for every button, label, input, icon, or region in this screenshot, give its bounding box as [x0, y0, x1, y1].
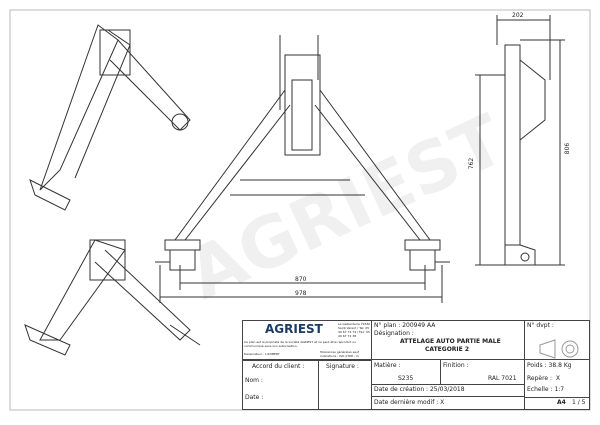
- copyright-notice: Ce plan est la propriété de la société A…: [244, 340, 356, 348]
- material-label: Matière :: [374, 362, 401, 369]
- dim-870: 870: [295, 276, 307, 283]
- signature-label: Signature :: [326, 363, 359, 370]
- weight-label: Poids :: [527, 362, 547, 369]
- plan-label: N° plan :: [374, 322, 401, 329]
- designation-label: Désignation :: [374, 330, 414, 337]
- mark-label: Repère :: [527, 375, 553, 382]
- designer: Dessinateur : L.ROBERT: [244, 352, 280, 356]
- company-address: La Gaillarderie 79330 Saint Varent / Tel…: [338, 322, 371, 338]
- client-approval-label: Accord du client :: [252, 363, 305, 370]
- name-label: Nom :: [245, 377, 263, 384]
- finish-value: RAL 7021: [488, 375, 517, 382]
- weight-unit: Kg: [563, 362, 572, 369]
- iso-view-top: [29, 24, 191, 211]
- mark-value: X: [555, 375, 560, 382]
- weight-value: 38.8: [548, 362, 562, 369]
- sheet-frame: [9, 9, 591, 411]
- dim-202: 202: [512, 12, 524, 19]
- projection-symbol-icon: [539, 339, 579, 359]
- sheet-number: 1 / 5: [572, 399, 586, 406]
- dim-978: 978: [295, 290, 307, 297]
- material-value: S235: [398, 375, 414, 382]
- finish-label: Finition :: [443, 362, 469, 369]
- dim-762: 762: [468, 157, 476, 170]
- date-label: Date :: [245, 394, 264, 401]
- paper-format: A4: [557, 399, 566, 406]
- dvpt-label: N° dvpt :: [527, 322, 554, 329]
- front-view: [155, 35, 450, 303]
- side-view: [475, 15, 565, 266]
- company-logo: AGRIEST: [265, 322, 323, 336]
- last-modified-date: Date dernière modif : X: [374, 399, 445, 406]
- creation-date: Date de création : 25/03/2018: [374, 386, 465, 393]
- scale: Echelle : 1:7: [527, 386, 565, 393]
- dim-806: 806: [564, 142, 572, 155]
- iso-view-bottom: [24, 239, 201, 356]
- designation-line2: CATEGORIE 2: [425, 346, 470, 353]
- designation-line1: ATTELAGE AUTO PARTIE MALE: [400, 338, 501, 345]
- tolerances: Tolérances générales sauf indications : …: [320, 350, 359, 358]
- plan-number: 200949 AA: [402, 322, 436, 329]
